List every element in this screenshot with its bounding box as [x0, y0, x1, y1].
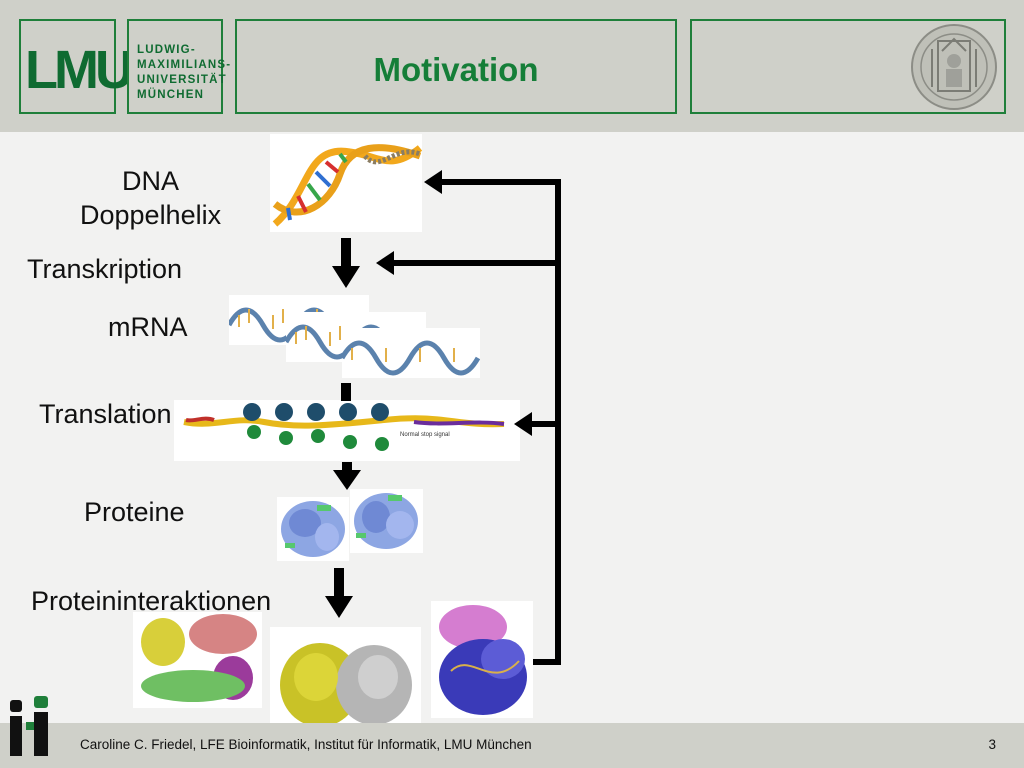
lmu-logo-box: LMU: [19, 19, 134, 114]
down-arrow-icon: [325, 568, 353, 618]
label-mrna: mRNA: [108, 312, 188, 342]
university-seal-icon: [911, 24, 997, 110]
ifi-logo-icon: [10, 696, 48, 756]
protein-image-2: [350, 489, 423, 553]
dna-helix-image: [270, 134, 422, 232]
title-box: Motivation: [235, 19, 677, 114]
seal-box: [690, 19, 1006, 114]
header-bar: LMU LUDWIG- MAXIMILIANS- UNIVERSITÄT MÜN…: [0, 0, 1024, 132]
footer-text: Caroline C. Friedel, LFE Bioinformatik, …: [80, 737, 532, 752]
label-translation: Translation: [39, 399, 172, 429]
feedback-arrow-icon: [376, 170, 561, 665]
footer-bar: Caroline C. Friedel, LFE Bioinformatik, …: [0, 723, 1024, 768]
interaction-image-1: [133, 612, 262, 708]
label-interactions: Proteininteraktionen: [31, 586, 272, 616]
mrna-image-3: [342, 328, 480, 378]
down-arrow-icon: [341, 383, 351, 401]
interaction-image-2: [270, 627, 421, 739]
translation-image: Normal stop signal: [174, 400, 520, 461]
protein-image-1: [277, 497, 349, 561]
interaction-image-3: [431, 601, 533, 718]
label-dna: DNA Doppelhelix: [80, 166, 222, 230]
ribosome-caption: Normal stop signal: [400, 432, 450, 438]
page-title: Motivation: [373, 51, 539, 88]
university-name: LUDWIG- MAXIMILIANS- UNIVERSITÄT MÜNCHEN: [137, 44, 232, 101]
university-name-box: LUDWIG- MAXIMILIANS- UNIVERSITÄT MÜNCHEN: [127, 19, 230, 114]
label-proteins: Proteine: [84, 497, 185, 527]
down-arrow-icon: [333, 462, 361, 490]
page-number: 3: [988, 737, 996, 752]
label-transcription: Transkription: [27, 254, 183, 284]
down-arrow-icon: [332, 238, 360, 288]
lmu-logo: LMU: [25, 40, 134, 100]
